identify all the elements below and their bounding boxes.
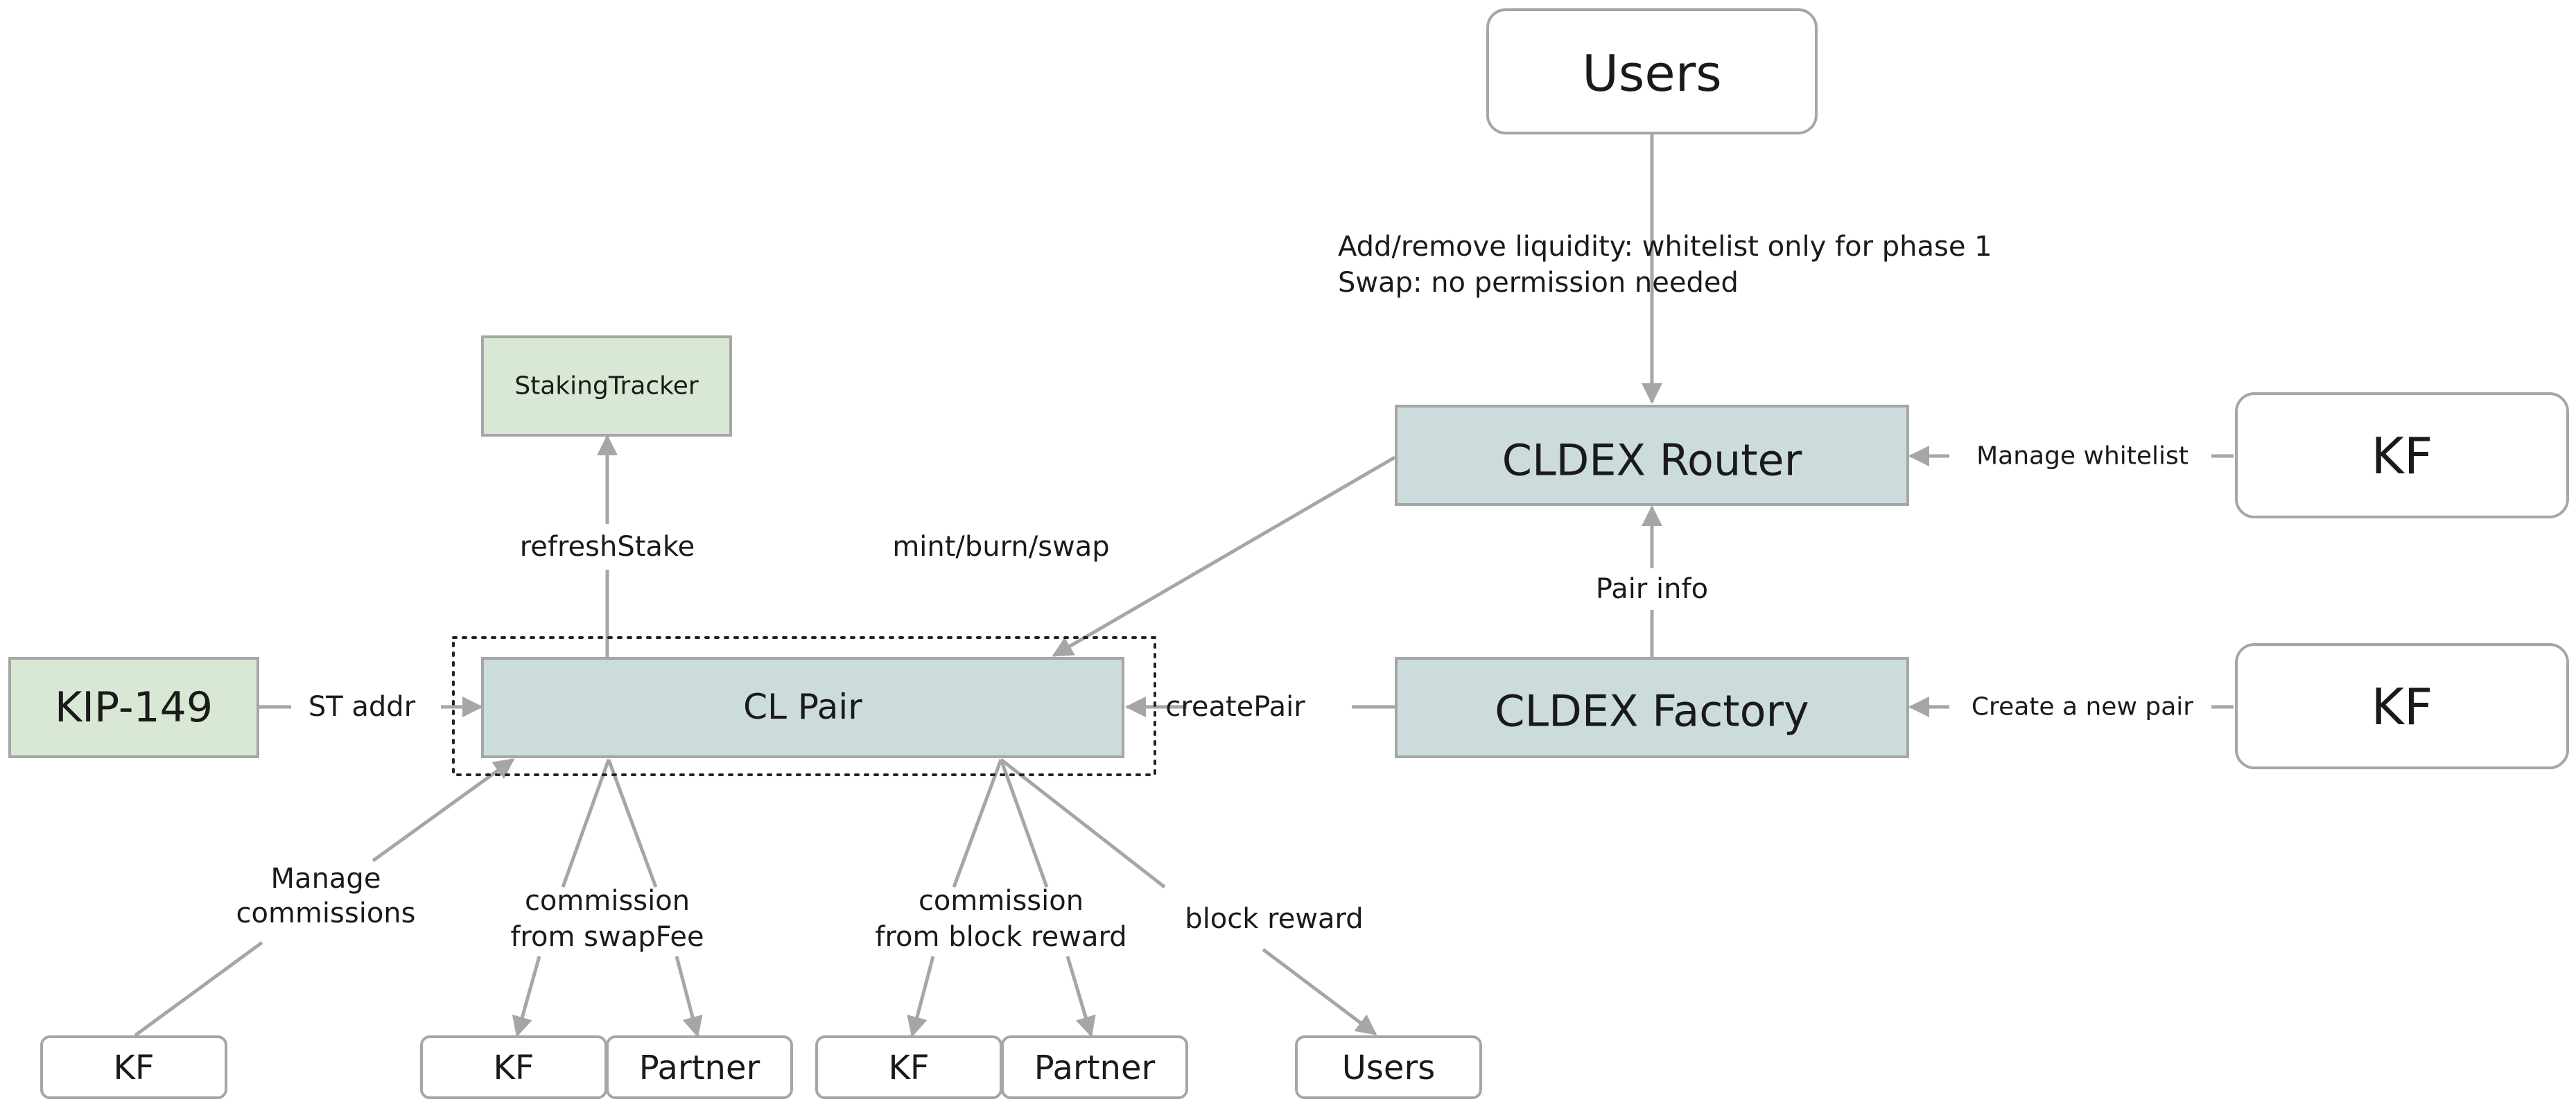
users-top-node bbox=[1486, 8, 1818, 134]
pair-info-label: Pair info bbox=[1596, 573, 1708, 605]
users-top-label: Users bbox=[1582, 44, 1722, 103]
commission-blockreward-label-line2: from block reward bbox=[875, 921, 1126, 953]
edge-blockreward-kf-upper bbox=[952, 759, 1003, 888]
create-new-pair-label: Create a new pair bbox=[1972, 693, 2193, 721]
kf-commissions-label: KF bbox=[113, 1049, 154, 1087]
cldex-factory-label: CLDEX Factory bbox=[1495, 686, 1809, 737]
edge-blockreward-kf-lower bbox=[907, 956, 935, 1037]
kf-commissions-node bbox=[40, 1035, 227, 1099]
create-pair-label: createPair bbox=[1165, 691, 1305, 723]
edge-kf-commissions-upper bbox=[372, 757, 515, 863]
staking-tracker-label: StakingTracker bbox=[514, 372, 699, 401]
kf-swapfee-label: KF bbox=[493, 1049, 534, 1087]
edge-blockreward-partner-upper bbox=[999, 759, 1049, 888]
kf-createpair-label: KF bbox=[2372, 678, 2433, 736]
manage-commissions-label-line1: Manage bbox=[271, 863, 381, 895]
users-router-label-line2: Swap: no permission needed bbox=[1338, 267, 1739, 299]
kf-blockreward-label: KF bbox=[888, 1049, 929, 1087]
commission-swapfee-label-line1: commission bbox=[525, 885, 690, 917]
manage-commissions-label-line2: commissions bbox=[236, 897, 416, 929]
edge-swapfee-kf-upper bbox=[561, 759, 611, 888]
commission-blockreward-label-line1: commission bbox=[919, 885, 1084, 917]
edge-blockreward-partner-lower bbox=[1065, 956, 1096, 1037]
edge-swapfee-partner-lower bbox=[675, 956, 703, 1037]
cl-pair-label: CL Pair bbox=[743, 687, 862, 727]
st-addr-label: ST addr bbox=[308, 691, 416, 723]
kip149-node bbox=[8, 657, 259, 758]
partner-swapfee-label: Partner bbox=[639, 1049, 760, 1087]
edge-router-to-pair bbox=[1052, 455, 1396, 658]
users-router-label-line1: Add/remove liquidity: whitelist only for… bbox=[1338, 231, 1992, 263]
cldex-router-node bbox=[1395, 405, 1909, 506]
block-reward-label: block reward bbox=[1185, 903, 1363, 935]
cl-pair-node bbox=[481, 657, 1124, 758]
partner-blockreward-node bbox=[1001, 1035, 1188, 1099]
staking-tracker-node bbox=[481, 335, 732, 437]
edge-swapfee-partner-upper bbox=[607, 759, 658, 888]
cldex-router-label: CLDEX Router bbox=[1502, 435, 1802, 486]
kf-whitelist-node bbox=[2235, 392, 2569, 518]
cl-pair-dotted-boundary bbox=[452, 636, 1156, 776]
edge-pair-to-users-lower bbox=[1262, 948, 1377, 1035]
edge-pair-to-users-upper bbox=[1000, 758, 1166, 888]
users-bottom-label: Users bbox=[1342, 1049, 1435, 1087]
partner-blockreward-label: Partner bbox=[1034, 1049, 1156, 1087]
edge-kf-commissions-lower bbox=[134, 940, 263, 1037]
edge-swapfee-kf-lower bbox=[512, 956, 541, 1037]
kf-createpair-node bbox=[2235, 643, 2569, 769]
refresh-stake-label: refreshStake bbox=[520, 531, 695, 563]
cldex-factory-node bbox=[1395, 657, 1909, 758]
kf-whitelist-label: KF bbox=[2372, 427, 2433, 485]
partner-swapfee-node bbox=[606, 1035, 793, 1099]
mint-burn-swap-label: mint/burn/swap bbox=[892, 531, 1109, 563]
kip149-label: KIP-149 bbox=[55, 683, 213, 732]
users-bottom-node bbox=[1295, 1035, 1482, 1099]
manage-whitelist-label: Manage whitelist bbox=[1976, 442, 2188, 471]
commission-swapfee-label-line2: from swapFee bbox=[510, 921, 704, 953]
